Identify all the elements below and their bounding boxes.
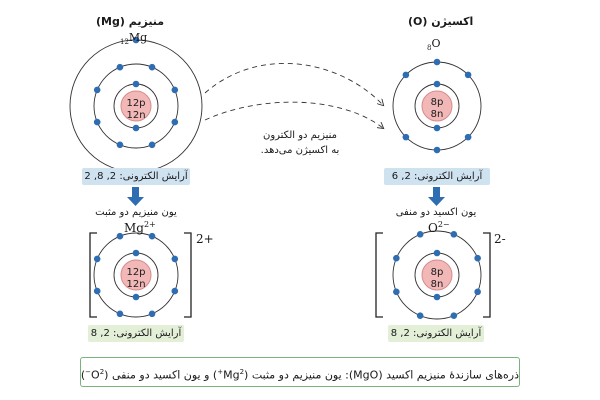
mg-atomic-number: 12 <box>120 38 129 47</box>
mg-ion-caption: یون منیزیم دو مثبت <box>95 207 177 218</box>
footer-text-part3: ) <box>80 368 86 382</box>
mg-atom-electron-dot <box>171 118 179 126</box>
o-ion-bracket-right <box>483 232 491 318</box>
footer-text-part1: ذره‌های سازندهٔ منیزیم اکسید (MgO): یون … <box>223 368 519 382</box>
o-ion-symbol: O2− <box>428 220 450 235</box>
o-ion-charge: 2− <box>437 220 450 229</box>
transfer-label-line1: منیزیم دو الکترون <box>262 130 338 141</box>
mg-ion-symbol: Mg2+ <box>124 220 156 235</box>
mg-atom-electron-dot <box>116 141 124 149</box>
o-atom-electron-dot <box>433 146 441 154</box>
mg-ion-nucleus-neutrons: 12n <box>126 279 146 290</box>
o-nucleus-neutrons: 8n <box>430 109 444 120</box>
o-ion-config-box: آرایش الکترونی: 2, 8 <box>388 325 484 342</box>
mg-ion-electron-dot <box>116 232 124 240</box>
mg-ion-bracket-right <box>184 232 192 318</box>
electron-transfer-arrow-lower <box>204 101 383 128</box>
electron-transfer-arrow-upper <box>204 63 383 105</box>
mg-atom-electron-dot <box>93 118 101 126</box>
mg-atom-electron-dot <box>132 124 140 132</box>
mg-ion-charge: 2+ <box>143 220 156 229</box>
o-title: اکسیژن (O) <box>408 15 474 28</box>
o-bracket-charge: 2- <box>494 232 506 246</box>
footer-text-part2: ) و یون اکسید دو منفی (O <box>91 368 218 382</box>
o-ion-caption: یون اکسید دو منفی <box>395 207 477 218</box>
o-atom-nucleus <box>421 90 453 122</box>
mg-atom-electron-dot <box>171 86 179 94</box>
o-atom-electron-dot <box>402 133 410 141</box>
mg-ion-electron-dot <box>171 287 179 295</box>
footer-sup2: 2− <box>85 368 105 376</box>
o-ion-electron-dot <box>474 254 481 262</box>
o-ion-nucleus-protons: 8p <box>430 267 444 278</box>
footer-summary: ذره‌های سازندهٔ منیزیم اکسید (MgO): یون … <box>80 357 520 387</box>
mg-ion-electron-dot <box>132 249 140 257</box>
mg-atom-electron-dot <box>132 36 140 44</box>
o-ion-electron-dot <box>393 288 400 296</box>
mg-atom-shell-2 <box>93 63 179 149</box>
mg-atom-electron-dot <box>148 63 156 71</box>
o-atom-electron-dot <box>464 71 472 79</box>
mg-ion-nucleus-protons: 12p <box>126 267 146 278</box>
mg-nucleus-neutrons: 12n <box>126 110 146 121</box>
o-symbol: 8O <box>427 38 441 52</box>
o-ion-bracket-left <box>375 232 383 318</box>
mg-atom-electron-dot <box>132 80 140 88</box>
atoms-layer <box>69 36 482 320</box>
o-atom-electron-dot <box>433 58 441 66</box>
o-atom-electron-dot <box>402 71 410 79</box>
o-ion-electron-dot <box>450 231 458 238</box>
o-ion-electron-dot <box>393 254 400 262</box>
mg-ion-shell-2 <box>93 232 179 318</box>
o-symbol-text: O <box>431 37 441 50</box>
mg-down-arrow-icon <box>127 187 144 206</box>
o-ion-symbol-text: O <box>428 221 438 235</box>
mg-nucleus-protons: 12p <box>126 98 146 109</box>
mg-atom-electron-dot <box>93 86 101 94</box>
mg-ion-electron-dot <box>93 255 101 263</box>
o-ion-electron-dot <box>416 312 424 319</box>
transfer-label: منیزیم دو الکترون به اکسیژن می‌دهد. <box>230 128 370 158</box>
mg-atom-electron-dot <box>116 63 124 71</box>
o-atom-electron-dot <box>464 133 472 141</box>
mg-atom-nucleus <box>120 90 152 122</box>
mg-atom-electron-dot <box>148 141 156 149</box>
o-atomic-number: 8 <box>427 44 432 53</box>
mg-symbol-text: Mg <box>128 31 148 44</box>
mg-title: منیزیم (Mg) <box>96 15 165 28</box>
mg-ion-electron-dot <box>132 293 140 301</box>
o-ion-electron-dot <box>474 288 481 296</box>
o-ion-shell-2 <box>392 230 482 320</box>
o-ion-electron-dot <box>433 249 441 257</box>
o-nucleus-protons: 8p <box>430 97 444 108</box>
mg-bracket-charge: 2+ <box>196 232 214 246</box>
footer-sup1: 2+ <box>217 368 245 376</box>
mg-symbol: 12Mg <box>120 32 147 46</box>
mg-ion-config-box: آرایش الکترونی: 2, 8 <box>88 325 184 342</box>
o-config-box: آرایش الکترونی: 2, 6 <box>384 168 490 185</box>
mg-ion-electron-dot <box>93 287 101 295</box>
mg-ion-nucleus <box>120 259 152 291</box>
o-ion-electron-dot <box>416 231 424 238</box>
mg-ion-symbol-text: Mg <box>124 221 144 235</box>
o-ion-nucleus-neutrons: 8n <box>430 279 444 290</box>
transfer-label-line2: به اکسیژن می‌دهد. <box>260 145 340 156</box>
o-atom-electron-dot <box>433 124 441 132</box>
o-ion-electron-dot <box>433 293 441 301</box>
mg-ion-electron-dot <box>116 310 124 318</box>
mg-ion-electron-dot <box>148 310 156 318</box>
mg-ion-electron-dot <box>148 232 156 240</box>
o-ion-electron-dot <box>450 312 458 319</box>
mg-config-box: آرایش الکترونی: 2, 8, 2 <box>82 168 190 185</box>
o-ion-nucleus <box>421 259 453 291</box>
mg-ion-bracket-left <box>89 232 97 318</box>
o-atom-electron-dot <box>433 80 441 88</box>
mg-ion-electron-dot <box>171 255 179 263</box>
o-down-arrow-icon <box>428 187 445 206</box>
